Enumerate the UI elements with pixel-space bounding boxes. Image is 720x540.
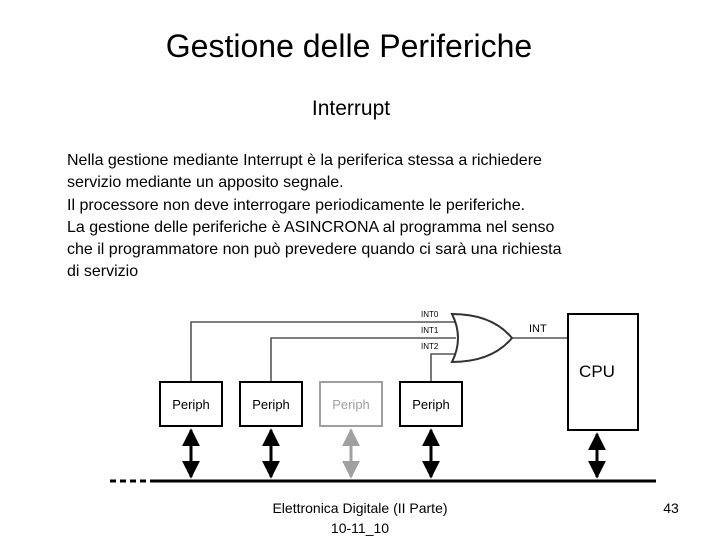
paragraph-line: di servizio	[67, 263, 139, 281]
int0-label: INT0	[421, 310, 439, 319]
page-number: 43	[663, 500, 679, 516]
int1-wire	[270, 337, 456, 382]
paragraph-line: Nella gestione mediante Interrupt è la p…	[67, 152, 542, 169]
peripheral-box-3	[319, 381, 383, 427]
slide-subtitle: Interrupt	[311, 97, 391, 120]
body-paragraph: Nella gestione mediante Interrupt è la p…	[67, 150, 667, 284]
slide-title: Gestione delle Periferiche	[165, 28, 533, 64]
cpu-box	[567, 313, 639, 431]
interrupt-diagram: INT0 INT1 INT2 INT CPU Periph Periph Per…	[110, 310, 656, 483]
footer-code: 10-11_10	[330, 520, 390, 536]
peripheral-label-2: Periph	[252, 397, 290, 412]
int-label: INT	[529, 323, 547, 335]
int1-label: INT1	[421, 326, 439, 335]
or-gate	[450, 312, 514, 364]
cpu-label: CPU	[579, 362, 615, 381]
interrupt-wires	[190, 321, 634, 382]
int2-wire	[430, 353, 456, 382]
int2-label: INT2	[421, 342, 439, 351]
peripheral-box-2	[239, 381, 303, 427]
paragraph-line: La gestione delle periferiche è ASINCRON…	[67, 218, 555, 236]
paragraph-line: Il processore non deve interrogare perio…	[67, 196, 526, 214]
peripheral-label-4: Periph	[412, 397, 450, 412]
peripheral-box-1	[159, 381, 223, 427]
paragraph-line: servizio mediante un apposito segnale.	[67, 174, 344, 192]
int0-wire	[190, 321, 456, 382]
peripheral-label-1: Periph	[172, 397, 210, 412]
slide-footer: Elettronica Digitale (II Parte) 10-11_10	[260, 498, 460, 538]
peripheral-box-4	[399, 381, 463, 427]
paragraph-line: che il programmatore non può prevedere q…	[67, 241, 562, 259]
peripheral-label-3: Periph	[332, 397, 370, 412]
footer-course: Elettronica Digitale (II Parte)	[272, 500, 448, 516]
